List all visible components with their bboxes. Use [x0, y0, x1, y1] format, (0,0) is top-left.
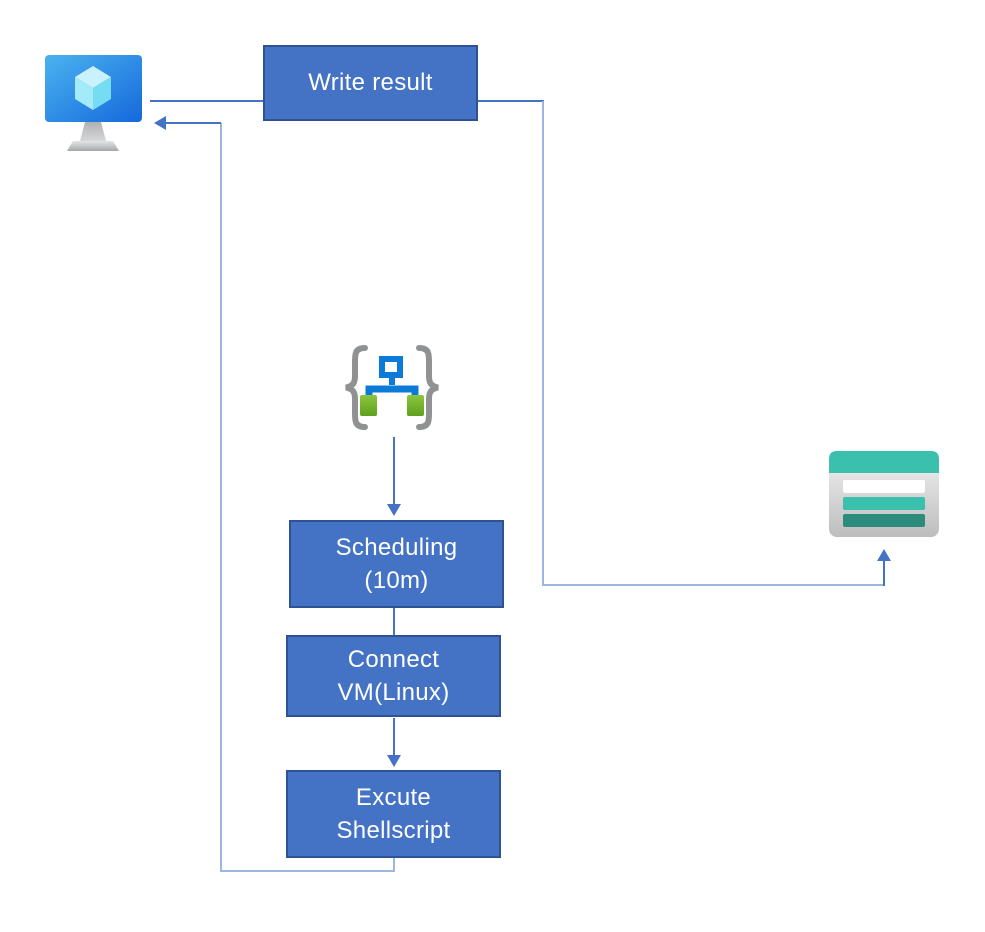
connector-execute-down-stub	[393, 858, 395, 872]
tree-root-node	[379, 356, 403, 378]
node-execute-shellscript: Excute Shellscript	[286, 770, 501, 858]
azure-table-storage-icon	[829, 451, 939, 537]
connector-to-table-up	[883, 560, 885, 586]
node-connect-vm: Connect VM(Linux)	[286, 635, 501, 717]
connector-writeresult-down	[542, 101, 544, 586]
tree-leaf-right	[407, 395, 424, 416]
table-header-bar	[829, 451, 939, 473]
table-row-dark-teal	[843, 514, 925, 527]
azure-vm-icon	[45, 55, 142, 151]
vm-base	[67, 141, 119, 151]
connector-scheduling-to-connectvm	[393, 608, 395, 636]
left-brace	[345, 345, 368, 430]
right-brace	[416, 345, 439, 430]
arrowhead-into-vm	[154, 116, 166, 130]
connector-return-into-vm	[166, 122, 221, 124]
arrowhead-into-table-storage	[877, 549, 891, 561]
arrowhead-into-execute	[387, 755, 401, 767]
connector-to-table-horizontal	[542, 584, 885, 586]
vm-cube-right-face	[93, 77, 111, 110]
connector-return-bottom	[220, 870, 395, 872]
node-write-result-label: Write result	[308, 69, 433, 97]
node-scheduling-label: Scheduling (10m)	[335, 533, 458, 594]
connector-connectvm-to-execute	[393, 718, 395, 756]
connector-return-up	[220, 123, 222, 871]
tree-bar	[365, 385, 419, 396]
table-row-teal	[843, 497, 925, 510]
table-row-white	[843, 480, 925, 493]
azure-automation-icon	[345, 345, 439, 430]
node-connect-vm-label: Connect VM(Linux)	[337, 645, 450, 706]
node-write-result: Write result	[263, 45, 478, 121]
vm-cube-left-face	[75, 77, 93, 110]
node-execute-shellscript-label: Excute Shellscript	[336, 783, 451, 844]
connector-vm-to-writeresult	[150, 100, 263, 102]
vm-stand	[80, 122, 106, 141]
node-scheduling: Scheduling (10m)	[289, 520, 504, 608]
arrowhead-into-scheduling	[387, 504, 401, 516]
tree-leaf-left	[360, 395, 377, 416]
connector-writeresult-right	[478, 100, 544, 102]
connector-automation-to-scheduling	[393, 437, 395, 505]
